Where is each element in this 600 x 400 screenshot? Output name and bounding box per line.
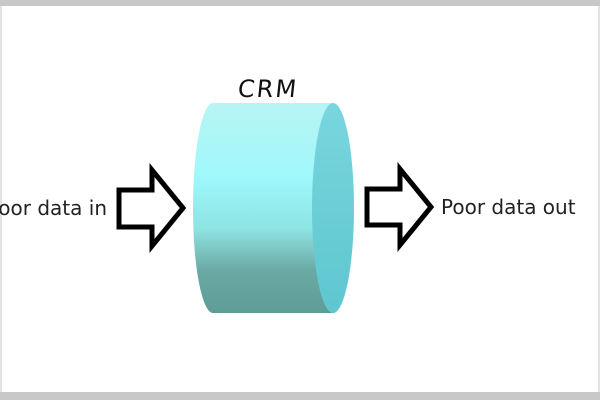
top-border bbox=[0, 0, 600, 6]
crm-label: CRM bbox=[236, 75, 300, 103]
bottom-border bbox=[0, 392, 600, 400]
left-border bbox=[0, 6, 2, 392]
right-border bbox=[598, 6, 600, 392]
crm-cylinder-cap bbox=[312, 103, 354, 313]
crm-cylinder-body bbox=[193, 103, 353, 313]
input-label: Poor data in bbox=[0, 196, 107, 220]
output-label: Poor data out bbox=[441, 195, 576, 219]
output-arrow bbox=[364, 161, 435, 253]
input-arrow bbox=[116, 162, 187, 254]
